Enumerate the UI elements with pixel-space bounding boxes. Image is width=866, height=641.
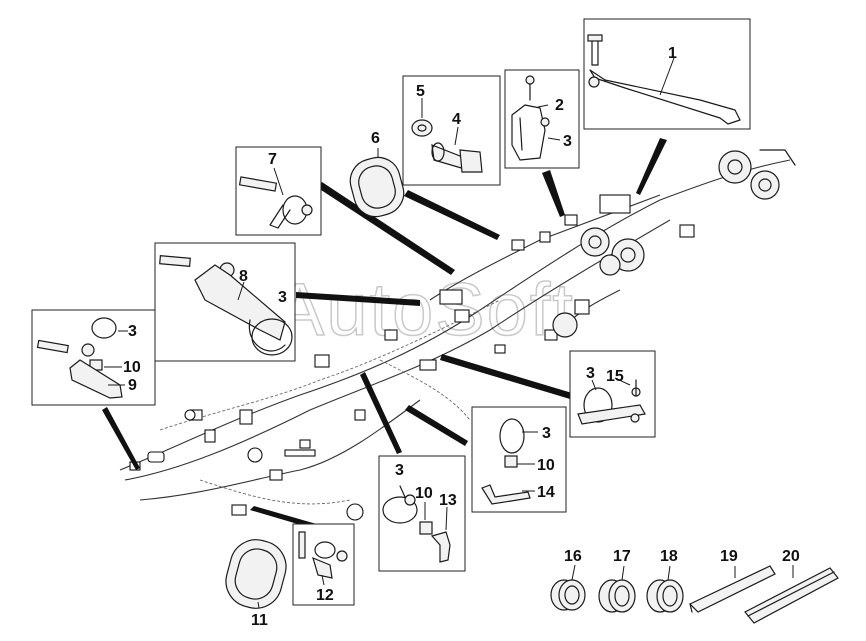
callout-label-9: 9 [128, 377, 137, 394]
harness-connectors [129, 194, 695, 521]
callout-label-7: 7 [268, 151, 277, 168]
actuators [552, 149, 796, 338]
callout-label-12: 12 [316, 587, 334, 604]
callout-label-17: 17 [613, 548, 631, 565]
callout-label-19: 19 [720, 548, 738, 565]
callout-label-16: 16 [564, 548, 582, 565]
callout-label-3b: 3 [278, 289, 287, 306]
watermark: AutoSoft [275, 268, 575, 351]
callout-box-1: 1 [583, 18, 751, 130]
callout-label-3d: 3 [586, 365, 595, 382]
callout-label-3a: 3 [563, 133, 572, 150]
callout-label-13: 13 [439, 492, 457, 509]
callout-box-3-10-14: 3 10 14 [471, 406, 567, 513]
callout-label-4: 4 [452, 111, 461, 128]
callout-label-15: 15 [606, 368, 624, 385]
callout-label-18: 18 [660, 548, 678, 565]
callout-box-2-3: 2 3 [504, 69, 580, 169]
callout-label-8: 8 [239, 268, 248, 285]
callout-label-10b: 10 [537, 457, 555, 474]
part-11-grommet: 11 [225, 539, 287, 629]
callout-box-3-10-13: 3 10 13 [378, 455, 466, 572]
wiring-harness [119, 149, 796, 521]
callout-label-3c: 3 [128, 323, 137, 340]
callout-box-3-10-9: 3 10 9 [31, 309, 156, 406]
callout-box-8-3: 8 3 [154, 242, 296, 362]
callout-label-11: 11 [251, 612, 268, 629]
callout-label-6: 6 [371, 130, 380, 147]
callout-label-20: 20 [782, 548, 800, 565]
callout-label-10a: 10 [123, 359, 141, 376]
leader-wedges [102, 138, 667, 530]
part-6-grommet: 6 [349, 130, 405, 218]
callout-label-3f: 3 [395, 462, 404, 479]
callout-label-1: 1 [668, 45, 677, 62]
callout-box-7: 7 [235, 146, 322, 236]
callout-box-3-15: 3 15 [569, 350, 656, 438]
callout-label-14: 14 [537, 484, 555, 501]
callout-label-10c: 10 [415, 485, 433, 502]
callout-label-5: 5 [416, 83, 425, 100]
callout-label-3e: 3 [542, 425, 551, 442]
callout-label-2: 2 [555, 97, 564, 114]
bottom-parts-row: 16 17 18 19 20 [550, 548, 839, 624]
callout-box-12: 12 [292, 523, 355, 606]
callout-box-4-5: 4 5 [402, 75, 501, 186]
